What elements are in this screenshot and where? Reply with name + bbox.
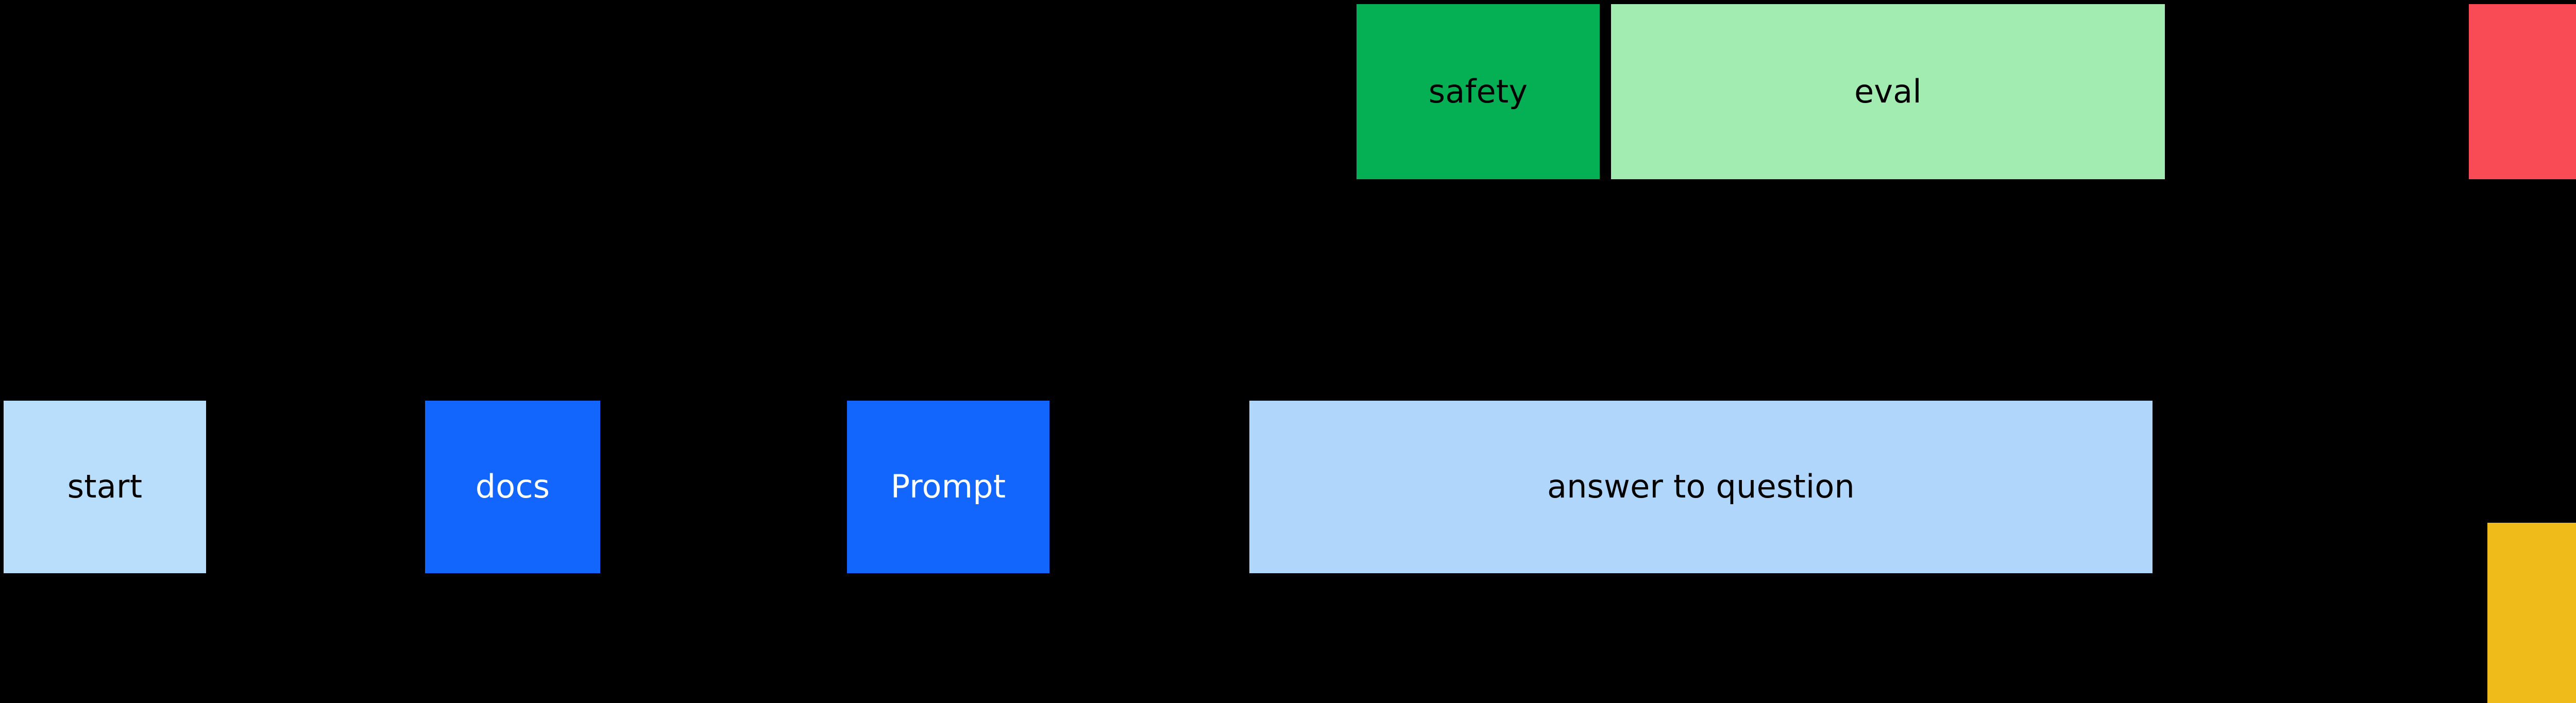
span-bar-hallucination[interactable]: hallucination [2469,4,2576,179]
span-label-safety: safety [1428,72,1528,110]
span-bar-safety[interactable]: safety [1357,4,1600,179]
span-bar-prompt[interactable]: Prompt [847,401,1049,573]
span-bar-safety-eval[interactable]: eval [1611,4,2165,179]
span-bar-docs[interactable]: docs [425,401,600,573]
span-bar-answer-to-question[interactable]: answer to question [1249,401,2153,573]
span-bar-start[interactable]: start [4,401,206,573]
span-label-start: start [67,468,143,506]
span-label-docs: docs [475,468,550,506]
span-label-answer-to-question: answer to question [1547,468,1855,506]
span-label-safety-eval: eval [1854,72,1922,110]
span-label-prompt: Prompt [890,468,1006,506]
span-bar-uncertainty[interactable]: uncertainty [2487,523,2576,703]
